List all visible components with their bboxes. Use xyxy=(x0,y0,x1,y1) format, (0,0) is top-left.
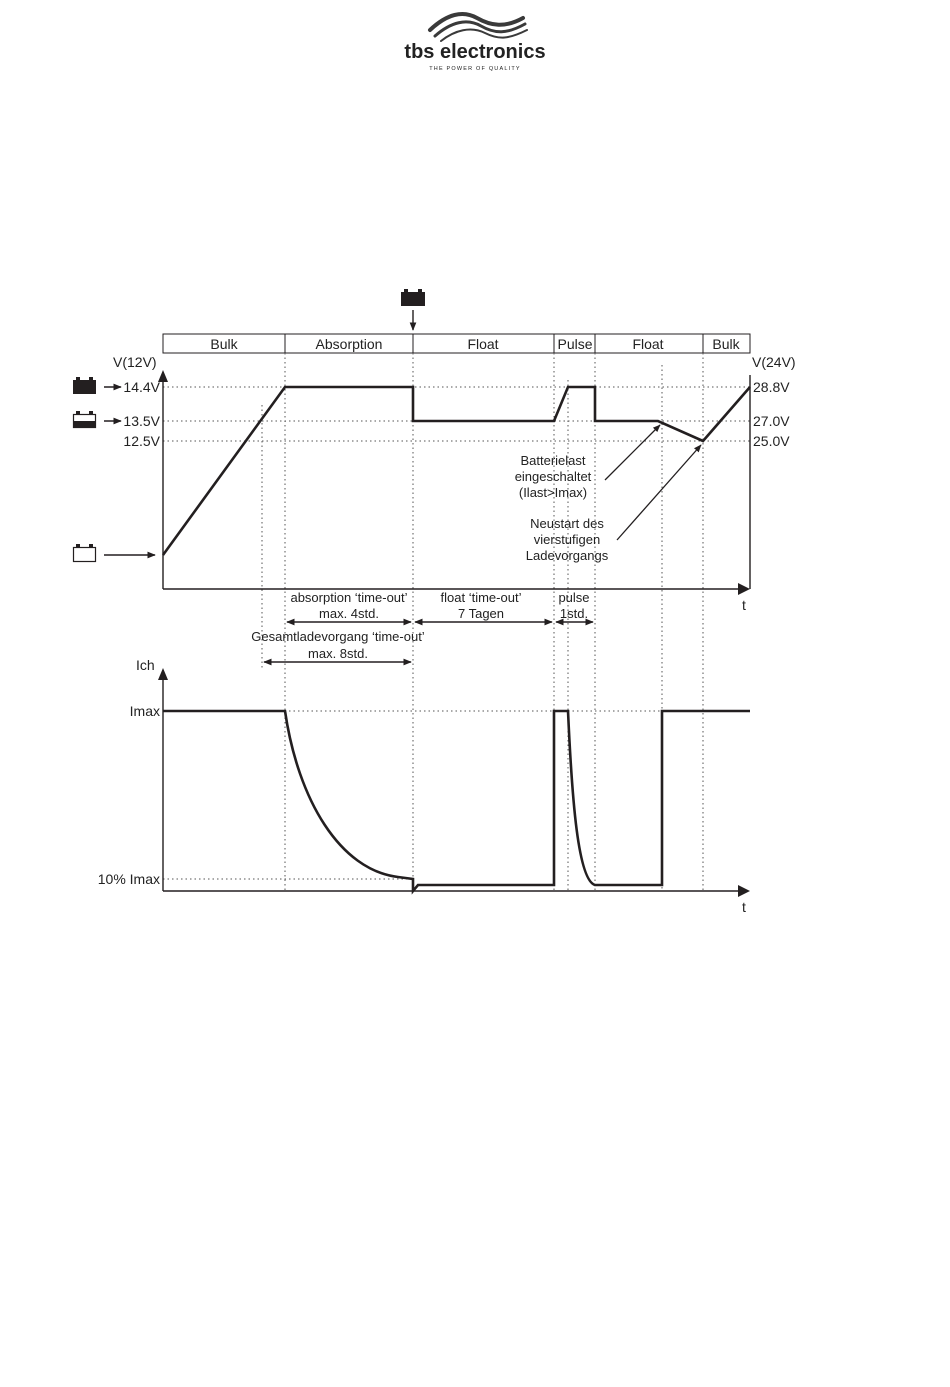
phase-label-float-1: Float xyxy=(467,336,498,352)
brand-tagline: THE POWER OF QUALITY xyxy=(429,66,521,72)
pulse-timeout-line-2: 1std. xyxy=(560,606,588,621)
voltage-x-axis-arrow xyxy=(738,583,750,595)
annotation-restart-line-2: vierstufigen xyxy=(534,532,600,547)
float-timeout-line-2: 7 Tagen xyxy=(458,606,504,621)
annotation-load-line-1: Batterielast xyxy=(520,453,585,468)
brand-name: tbs electronics xyxy=(404,41,545,63)
voltage-y-label-left: V(12V) xyxy=(113,354,157,370)
tick-14-4v: 14.4V xyxy=(123,379,160,395)
annotation-load-line-2: eingeschaltet xyxy=(515,469,592,484)
voltage-y-axis-arrow xyxy=(158,370,168,382)
battery-full-level-icon xyxy=(73,377,96,394)
phase-label-pulse: Pulse xyxy=(557,336,592,352)
annotation-load-arrow xyxy=(604,424,661,481)
annotation-load-line-3: (Ilast>Imax) xyxy=(519,485,587,500)
total-timeout-line-1: Gesamtladevorgang ‘time-out’ xyxy=(251,629,425,644)
annotation-restart-arrow xyxy=(616,444,702,541)
absorption-timeout-line-2: max. 4std. xyxy=(319,606,379,621)
battery-half-level-icon xyxy=(72,411,97,429)
float-timeout-line-1: float ‘time-out’ xyxy=(441,590,522,605)
wave-icon xyxy=(428,12,528,42)
current-curve xyxy=(163,709,750,895)
voltage-chart: V(12V) V(24V) t 14.4V 13.5V 12.5V 28.8V … xyxy=(72,353,796,890)
battery-full-icon xyxy=(401,289,425,306)
battery-empty-level-icon xyxy=(72,544,97,563)
tick-27-0v: 27.0V xyxy=(753,413,790,429)
pulse-timeout-line-1: pulse xyxy=(558,590,589,605)
tick-imax: Imax xyxy=(130,703,160,719)
voltage-y-label-right: V(24V) xyxy=(752,354,796,370)
annotation-restart-line-1: Neustart des xyxy=(530,516,604,531)
phase-label-absorption: Absorption xyxy=(316,336,383,352)
phase-bar: Bulk Absorption Float Pulse Float Bulk xyxy=(162,333,751,354)
current-x-axis-arrow xyxy=(738,885,750,897)
phase-label-float-2: Float xyxy=(632,336,663,352)
phase-label-bulk-1: Bulk xyxy=(210,336,238,352)
annotation-restart-line-3: Ladevorgangs xyxy=(526,548,609,563)
current-x-label: t xyxy=(742,899,746,915)
voltage-x-label: t xyxy=(742,597,746,613)
phase-label-bulk-2: Bulk xyxy=(712,336,740,352)
tick-12-5v: 12.5V xyxy=(123,433,160,449)
current-y-axis-arrow xyxy=(158,668,168,680)
current-chart: Ich t Imax 10% Imax xyxy=(98,657,750,915)
brand-logo: tbs electronics THE POWER OF QUALITY xyxy=(404,12,546,72)
total-timeout-line-2: max. 8std. xyxy=(308,646,368,661)
current-y-label: Ich xyxy=(136,657,155,673)
tick-25-0v: 25.0V xyxy=(753,433,790,449)
tick-13-5v: 13.5V xyxy=(123,413,160,429)
tick-28-8v: 28.8V xyxy=(753,379,790,395)
current-gridlines xyxy=(163,710,750,880)
tick-10-percent-imax: 10% Imax xyxy=(98,871,160,887)
absorption-timeout-line-1: absorption ‘time-out’ xyxy=(290,590,407,605)
timeout-annotations: absorption ‘time-out’ max. 4std. float ‘… xyxy=(251,590,594,666)
voltage-curve xyxy=(161,385,751,556)
